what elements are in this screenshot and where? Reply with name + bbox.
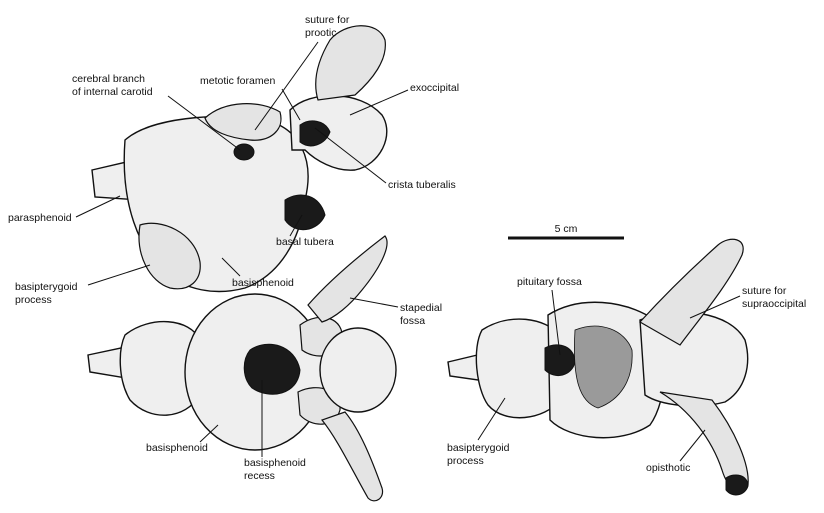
supraoccipital-stub bbox=[315, 25, 386, 101]
leader-suture-prootic bbox=[254, 41, 319, 131]
label-basisphenoid-top: basisphenoid bbox=[232, 277, 294, 289]
label-basipterygoid-left-2: process bbox=[15, 294, 52, 306]
basal-tubera-shape bbox=[284, 194, 326, 230]
label-pituitary-fossa: pituitary fossa bbox=[517, 276, 582, 288]
scale-bar-label: 5 cm bbox=[555, 223, 578, 235]
label-basisphenoid-recess-1: basisphenoid bbox=[244, 457, 306, 469]
dorsal-view bbox=[447, 238, 749, 496]
ventral-anterior-lobe bbox=[119, 321, 201, 416]
label-basipterygoid-right-2: process bbox=[447, 455, 484, 467]
label-parasphenoid: parasphenoid bbox=[8, 212, 72, 224]
opisthotic-tip bbox=[725, 474, 749, 496]
leader-pituitary-fossa bbox=[551, 289, 561, 356]
label-basipterygoid-left-1: basipterygoid bbox=[15, 281, 78, 293]
ventral-view bbox=[87, 235, 397, 502]
leader-cerebral-branch bbox=[167, 95, 241, 151]
leader-opisthotic bbox=[679, 429, 706, 462]
leader-basipterygoid-left bbox=[87, 264, 151, 286]
label-opisthotic: opisthotic bbox=[646, 462, 690, 474]
lateral-basipterygoid-bulge bbox=[138, 222, 201, 290]
leader-crista-tuberalis bbox=[314, 127, 387, 184]
scale-bar: 5 cm bbox=[508, 223, 624, 240]
carotid-foramen bbox=[233, 143, 255, 161]
ventral-paroccipital-lower bbox=[321, 411, 384, 502]
basisphenoid-recess-pit bbox=[243, 343, 301, 395]
leader-metotic-foramen bbox=[281, 88, 301, 121]
exoccipital-shadow bbox=[299, 120, 331, 147]
dorsal-floor-detail bbox=[574, 325, 633, 409]
label-suture-supraoccipital-2: supraoccipital bbox=[742, 298, 806, 310]
leader-stapedial-fossa bbox=[349, 297, 399, 308]
label-stapedial-fossa-1: stapedial bbox=[400, 302, 442, 314]
leader-basisphenoid-bottom bbox=[199, 424, 219, 443]
label-suture-prootic-2: prootic bbox=[305, 27, 337, 39]
dorsal-supraoccipital-process bbox=[639, 238, 744, 346]
leader-basipterygoid-right bbox=[477, 397, 506, 441]
leader-basisphenoid-top bbox=[221, 257, 241, 277]
leader-suture-supraoccipital bbox=[689, 295, 741, 319]
ventral-paroccipital-upper bbox=[307, 235, 388, 323]
leader-exoccipital bbox=[349, 89, 409, 116]
label-suture-supraoccipital-1: suture for bbox=[742, 285, 787, 297]
label-cerebral-branch-2: of internal carotid bbox=[72, 86, 153, 98]
label-suture-prootic-1: suture for bbox=[305, 14, 350, 26]
leader-parasphenoid bbox=[75, 195, 121, 218]
label-basipterygoid-right-1: basipterygoid bbox=[447, 442, 510, 454]
leader-basal-tubera bbox=[289, 214, 303, 237]
label-basal-tubera: basal tubera bbox=[276, 236, 334, 248]
label-cerebral-branch-1: cerebral branch bbox=[72, 73, 145, 85]
label-metotic-foramen: metotic foramen bbox=[200, 75, 275, 87]
label-crista-tuberalis: crista tuberalis bbox=[388, 179, 456, 191]
occipital-condyle bbox=[319, 327, 397, 413]
label-basisphenoid-bottom: basisphenoid bbox=[146, 442, 208, 454]
label-exoccipital: exoccipital bbox=[410, 82, 459, 94]
label-basisphenoid-recess-2: recess bbox=[244, 470, 275, 482]
label-stapedial-fossa-2: fossa bbox=[400, 315, 425, 327]
lateral-view bbox=[91, 25, 388, 293]
prootic-region bbox=[204, 103, 282, 141]
dorsal-anterior-lobe bbox=[475, 318, 561, 419]
